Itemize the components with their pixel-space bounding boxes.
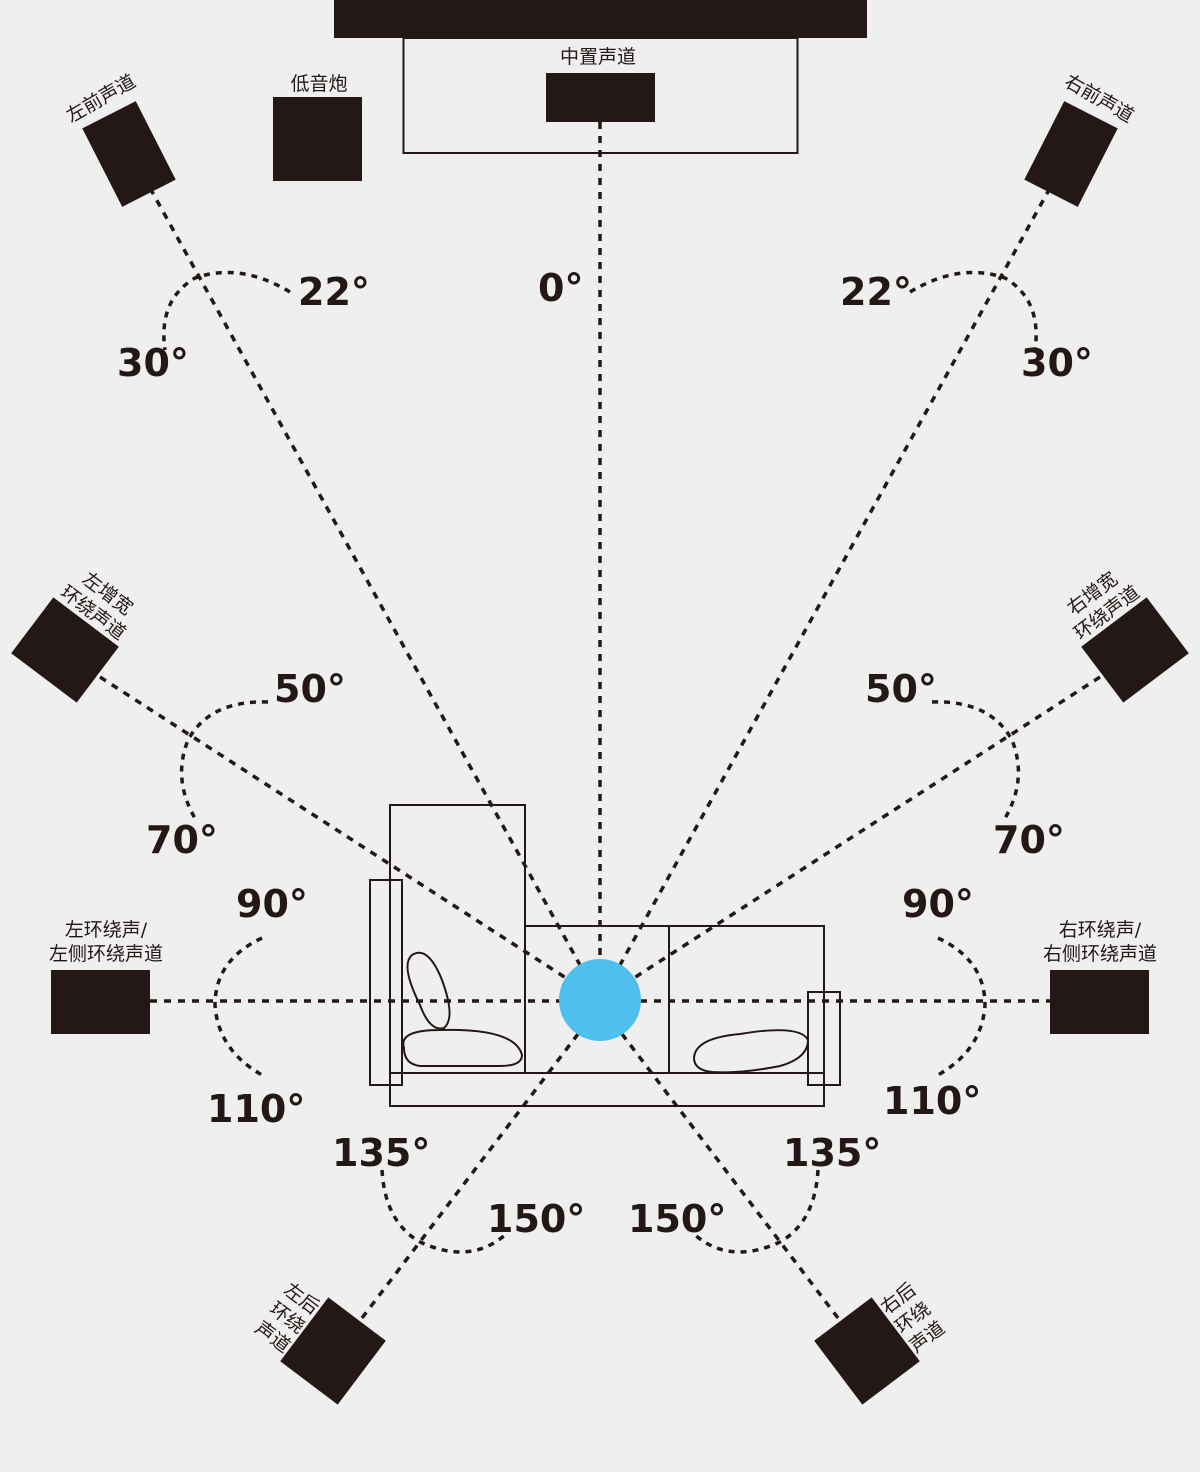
wide-left-speaker — [11, 597, 119, 703]
angle-label-front-right-outer: 30° — [1021, 341, 1093, 385]
label-side-left-line-2: 左侧环绕声道 — [49, 943, 163, 965]
angle-label-front-right-inner: 22° — [840, 270, 912, 314]
wide-right-speaker — [1081, 597, 1189, 703]
front-right-speaker — [1024, 101, 1118, 207]
guide-line-wide-left — [99, 675, 567, 980]
side-left-speaker — [51, 970, 150, 1034]
arc-side-left — [213, 936, 263, 1077]
listener-position — [559, 959, 641, 1041]
channel-labels: 中置声道 低音炮 左前声道 右前声道 左增宽 环绕声道 右增宽 环绕声道 左环绕… — [49, 46, 1157, 1357]
angle-label-center: 0° — [538, 266, 583, 310]
angle-label-wide-right-outer: 70° — [993, 818, 1065, 862]
side-right-speaker — [1050, 970, 1149, 1034]
sofa-right-backrest — [668, 925, 825, 1074]
cushion-right-pillow — [692, 1029, 810, 1074]
angle-label-rear-left-inner: 135° — [332, 1131, 430, 1175]
angle-labels: 0° 22° 30° 22° 30° 50° 70° 50° 70° 90° 1… — [117, 266, 1093, 1241]
front-left-speaker — [82, 101, 176, 207]
center-speaker — [546, 73, 655, 122]
label-side-left-line-1: 左环绕声/ — [65, 919, 148, 941]
angle-label-rear-right-outer: 150° — [628, 1197, 726, 1241]
angle-label-front-left-inner: 22° — [298, 270, 370, 314]
label-center: 中置声道 — [560, 46, 636, 68]
guide-line-rear-right — [620, 1032, 840, 1320]
label-side-right-line-1: 右环绕声/ — [1059, 919, 1142, 941]
speakers — [11, 73, 1189, 1405]
cushion-left-pillow — [406, 951, 451, 1030]
angle-label-wide-left-inner: 50° — [274, 667, 346, 711]
guide-line-front-right — [618, 187, 1052, 966]
angle-label-rear-left-outer: 150° — [487, 1197, 585, 1241]
sofa-base — [389, 1072, 825, 1107]
sofa — [369, 804, 841, 1107]
cushion-left-seat — [402, 1028, 524, 1067]
arc-rear-right — [693, 1169, 820, 1254]
angle-label-side-right-inner: 90° — [902, 882, 974, 926]
arc-front-left — [162, 270, 291, 351]
guide-line-wide-right — [633, 675, 1101, 980]
angle-label-wide-right-inner: 50° — [865, 667, 937, 711]
angle-label-side-left-inner: 90° — [236, 882, 308, 926]
guide-line-rear-left — [360, 1032, 580, 1320]
rear-right-speaker — [814, 1297, 920, 1405]
arc-side-right — [937, 936, 987, 1077]
tv-screen — [334, 0, 867, 38]
arc-wide-right — [931, 700, 1021, 821]
rear-left-speaker — [280, 1297, 386, 1405]
label-subwoofer: 低音炮 — [290, 73, 347, 95]
arc-rear-left — [380, 1169, 507, 1254]
angle-arcs — [162, 270, 1038, 1254]
arc-wide-left — [179, 700, 269, 821]
subwoofer-speaker — [273, 97, 362, 181]
angle-label-side-left-outer: 110° — [207, 1087, 305, 1131]
sofa-left-armrest — [369, 879, 403, 1086]
guide-lines — [99, 122, 1101, 1320]
angle-label-front-left-outer: 30° — [117, 341, 189, 385]
arc-front-right — [909, 270, 1038, 351]
angle-label-rear-right-inner: 135° — [783, 1131, 881, 1175]
angle-label-wide-left-outer: 70° — [146, 818, 218, 862]
label-side-right-line-2: 右侧环绕声道 — [1043, 943, 1157, 965]
angle-label-side-right-outer: 110° — [883, 1079, 981, 1123]
